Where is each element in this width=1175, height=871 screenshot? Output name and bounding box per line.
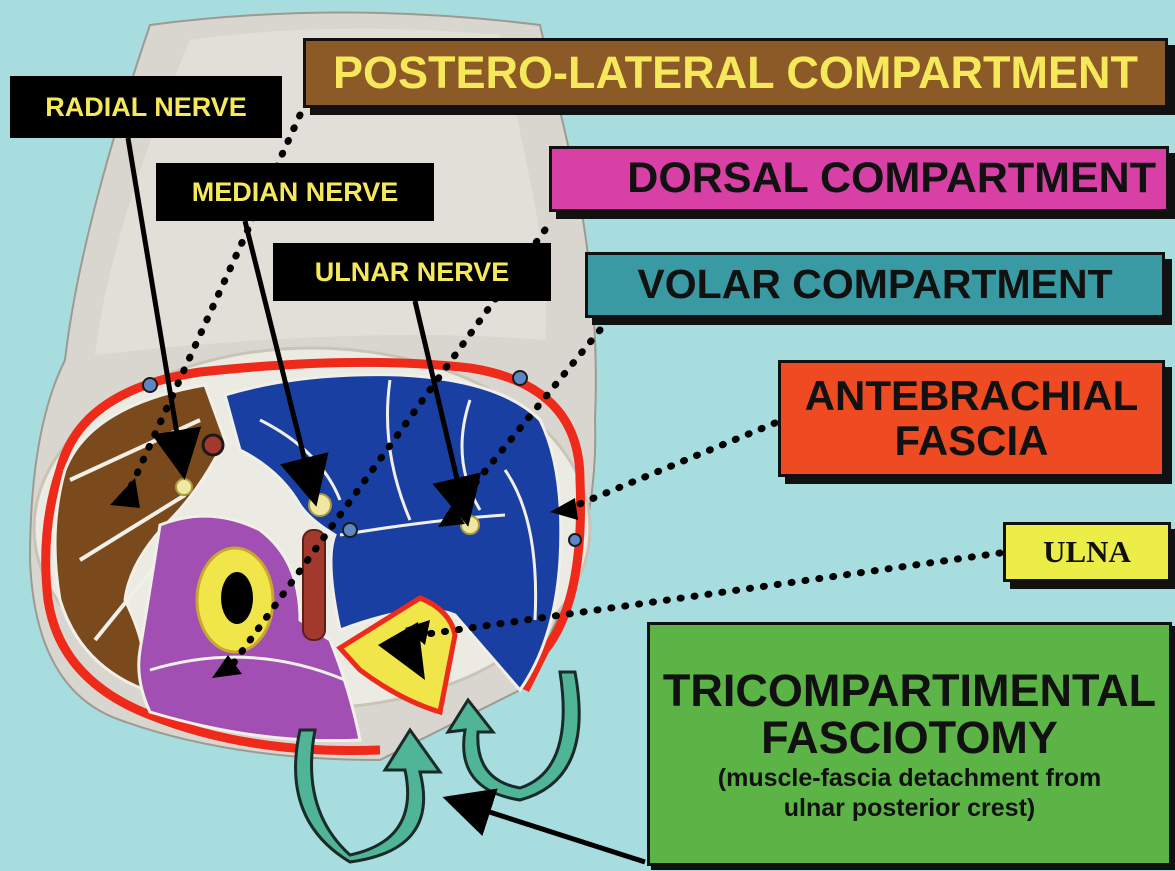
dorsal-text: DORSAL COMPARTMENT: [627, 156, 1156, 201]
fasciotomy-line1: TRICOMPARTIMENTAL: [663, 667, 1156, 714]
ulnar-nerve-text: ULNAR NERVE: [315, 258, 510, 286]
fasciotomy-note-line1: (muscle-fascia detachment from: [718, 765, 1101, 791]
median-nerve-text: MEDIAN NERVE: [192, 178, 399, 206]
dorsal-compartment-label: DORSAL COMPARTMENT: [549, 146, 1169, 212]
fasciotomy-label: TRICOMPARTIMENTAL FASCIOTOMY (muscle-fas…: [647, 622, 1172, 866]
volar-compartment-label: VOLAR COMPARTMENT: [585, 252, 1165, 318]
antebrachial-fascia-line1: ANTEBRACHIAL: [805, 374, 1139, 418]
fasciotomy-pointer: [452, 800, 645, 862]
postero-lateral-text: POSTERO-LATERAL COMPARTMENT: [333, 49, 1138, 96]
fascia-leader: [565, 423, 775, 510]
median-nerve-label: MEDIAN NERVE: [156, 163, 434, 221]
ulna-label: ULNA: [1003, 522, 1171, 582]
antebrachial-fascia-label: ANTEBRACHIAL FASCIA: [778, 360, 1165, 477]
fasciotomy-line2: FASCIOTOMY: [761, 714, 1058, 761]
ulna-text: ULNA: [1043, 536, 1131, 569]
radial-nerve-text: RADIAL NERVE: [45, 93, 247, 121]
volar-text: VOLAR COMPARTMENT: [637, 263, 1112, 306]
antebrachial-fascia-line2: FASCIA: [894, 419, 1048, 463]
postero-lateral-compartment-label: POSTERO-LATERAL COMPARTMENT: [303, 38, 1168, 108]
ulnar-nerve-label: ULNAR NERVE: [273, 243, 551, 301]
radial-nerve-label: RADIAL NERVE: [10, 76, 282, 138]
fasciotomy-note-line2: ulnar posterior crest): [784, 795, 1035, 821]
